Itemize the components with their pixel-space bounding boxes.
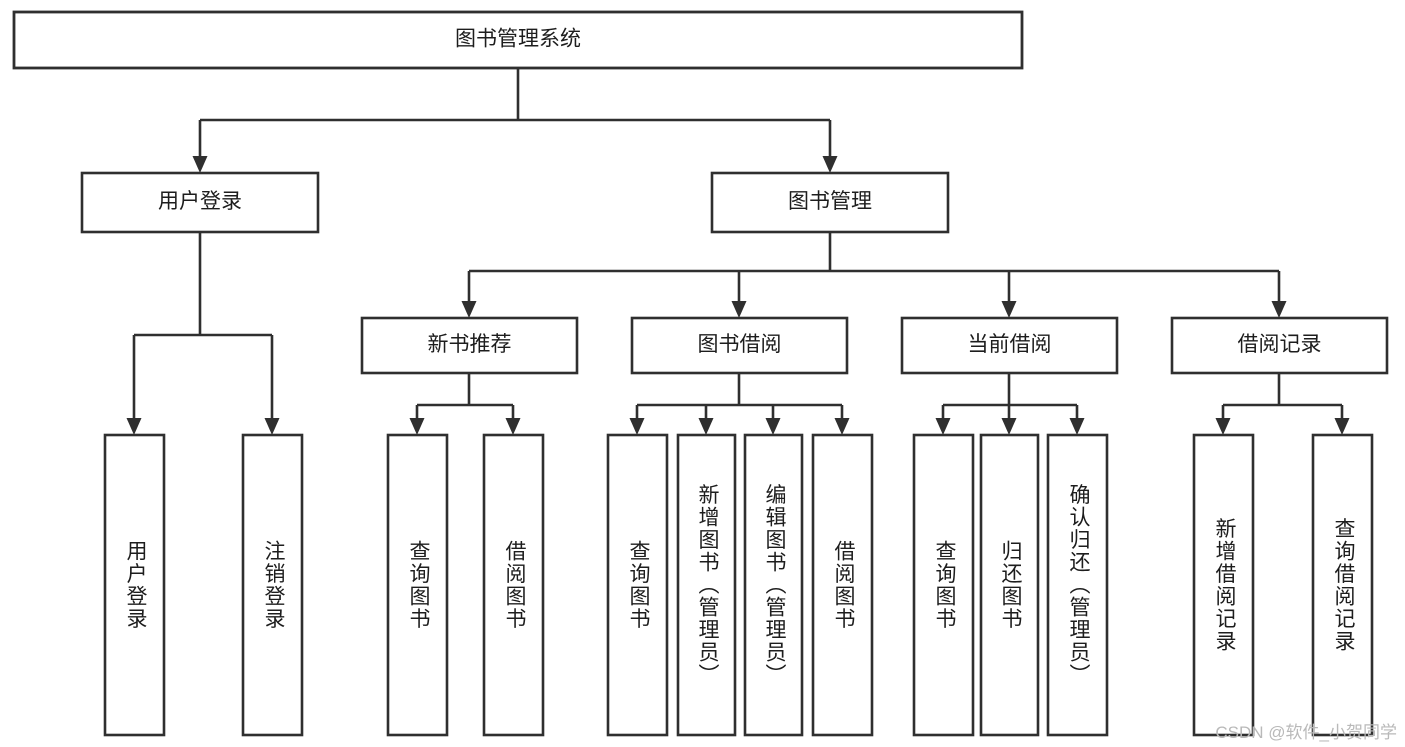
- node-leaf-5-rect: [676, 433, 737, 737]
- node-root[interactable]: 图书管理系统: [12, 10, 1024, 70]
- arrow-head-icon: [1215, 418, 1231, 435]
- node-leaf-9-label: 归还图书: [999, 540, 1023, 630]
- node-level2-0[interactable]: 用户登录: [80, 171, 320, 234]
- node-leaf-7-label: 借阅图书: [832, 540, 856, 630]
- node-leaf-4-rect: [606, 433, 669, 737]
- arrow-head-icon: [192, 156, 208, 173]
- node-level3-3-rect: [1170, 316, 1389, 375]
- node-level3-3[interactable]: 借阅记录: [1170, 316, 1389, 375]
- node-leaf-12-rect: [1311, 433, 1374, 737]
- node-root-rect: [12, 10, 1024, 70]
- node-leaf-3-label: 借阅图书: [503, 540, 527, 630]
- node-leaf-9-rect: [979, 433, 1040, 737]
- node-leaf-11[interactable]: 新增借阅记录: [1192, 433, 1255, 737]
- node-level3-3-label: 借阅记录: [1238, 333, 1322, 356]
- node-level3-0-label: 新书推荐: [428, 333, 512, 356]
- node-leaf-3-rect: [482, 433, 545, 737]
- node-leaf-10-rect: [1046, 433, 1109, 737]
- node-leaf-8-rect: [912, 433, 975, 737]
- arrow-head-icon: [765, 418, 781, 435]
- arrow-head-icon: [834, 418, 850, 435]
- node-leaf-4-label: 查询图书: [627, 540, 651, 630]
- node-leaf-9[interactable]: 归还图书: [979, 433, 1040, 737]
- arrow-head-icon: [1001, 301, 1017, 318]
- arrow-head-icon: [629, 418, 645, 435]
- node-leaf-3[interactable]: 借阅图书: [482, 433, 545, 737]
- node-leaf-2-rect: [386, 433, 449, 737]
- arrow-head-icon: [935, 418, 951, 435]
- node-leaf-6-label: 编辑图书（管理员）: [763, 484, 787, 687]
- arrow-head-icon: [1271, 301, 1287, 318]
- node-level3-0[interactable]: 新书推荐: [360, 316, 579, 375]
- node-leaf-2-label: 查询图书: [407, 540, 431, 630]
- node-level3-1-label: 图书借阅: [698, 333, 782, 356]
- node-leaf-12[interactable]: 查询借阅记录: [1311, 433, 1374, 737]
- node-leaf-8[interactable]: 查询图书: [912, 433, 975, 737]
- node-leaf-7[interactable]: 借阅图书: [811, 433, 874, 737]
- node-leaf-2[interactable]: 查询图书: [386, 433, 449, 737]
- node-leaf-11-rect: [1192, 433, 1255, 737]
- arrow-head-icon: [461, 301, 477, 318]
- arrow-head-icon: [1001, 418, 1017, 435]
- node-leaf-11-label: 新增借阅记录: [1213, 518, 1237, 653]
- node-leaf-5-label: 新增图书（管理员）: [696, 484, 720, 687]
- arrow-head-icon: [698, 418, 714, 435]
- arrow-head-icon: [822, 156, 838, 173]
- node-leaf-4[interactable]: 查询图书: [606, 433, 669, 737]
- node-level3-1[interactable]: 图书借阅: [630, 316, 849, 375]
- arrow-head-icon: [505, 418, 521, 435]
- node-level3-0-rect: [360, 316, 579, 375]
- node-leaf-1[interactable]: 注销登录: [241, 433, 304, 737]
- node-leaf-0-label: 用户登录: [124, 540, 148, 630]
- arrow-head-icon: [409, 418, 425, 435]
- node-leaf-0[interactable]: 用户登录: [103, 433, 166, 737]
- node-level2-0-label: 用户登录: [158, 190, 242, 213]
- node-level2-1[interactable]: 图书管理: [710, 171, 950, 234]
- node-leaf-6[interactable]: 编辑图书（管理员）: [743, 433, 804, 737]
- arrow-head-icon: [1069, 418, 1085, 435]
- node-level2-1-label: 图书管理: [788, 190, 872, 213]
- node-leaf-7-rect: [811, 433, 874, 737]
- node-level2-0-rect: [80, 171, 320, 234]
- arrow-head-icon: [731, 301, 747, 318]
- node-leaf-12-label: 查询借阅记录: [1332, 518, 1356, 653]
- node-leaf-1-label: 注销登录: [262, 540, 286, 630]
- nodes-layer: 图书管理系统用户登录图书管理新书推荐图书借阅当前借阅借阅记录用户登录注销登录查询…: [12, 10, 1389, 737]
- node-leaf-10-label: 确认归还（管理员）: [1067, 484, 1091, 687]
- arrow-head-icon: [126, 418, 142, 435]
- node-leaf-6-rect: [743, 433, 804, 737]
- node-root-label: 图书管理系统: [455, 28, 581, 51]
- node-leaf-8-label: 查询图书: [933, 540, 957, 630]
- arrow-head-icon: [264, 418, 280, 435]
- node-leaf-5[interactable]: 新增图书（管理员）: [676, 433, 737, 737]
- arrow-head-icon: [1334, 418, 1350, 435]
- node-level3-2[interactable]: 当前借阅: [900, 316, 1119, 375]
- node-level2-1-rect: [710, 171, 950, 234]
- node-level3-2-label: 当前借阅: [968, 333, 1052, 356]
- node-level3-2-rect: [900, 316, 1119, 375]
- node-leaf-1-rect: [241, 433, 304, 737]
- node-leaf-10[interactable]: 确认归还（管理员）: [1046, 433, 1109, 737]
- node-leaf-0-rect: [103, 433, 166, 737]
- node-level3-1-rect: [630, 316, 849, 375]
- connectors-layer: [126, 68, 1350, 435]
